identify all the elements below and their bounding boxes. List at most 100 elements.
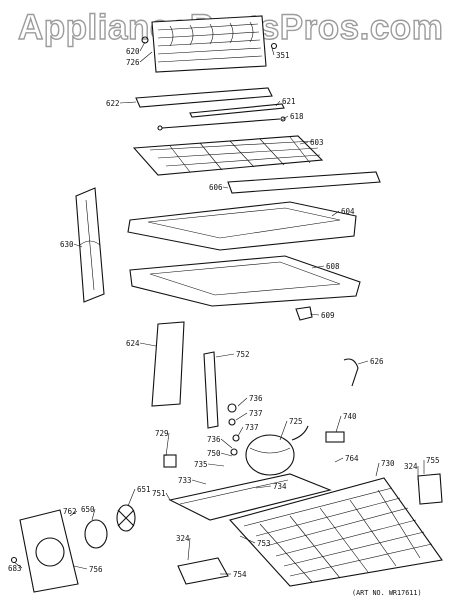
leader-line-29 [255, 485, 272, 489]
leader-line-37 [239, 535, 256, 544]
fan-motor [84, 519, 108, 549]
part-label-30: 651 [137, 485, 151, 494]
leader-line-14 [357, 360, 369, 365]
grommet-736b [230, 448, 238, 456]
relay-740 [325, 431, 345, 443]
washer-737b [232, 434, 240, 442]
leader-line-4 [275, 100, 281, 107]
freezer-floor [127, 201, 357, 251]
part-label-3: 622 [106, 99, 120, 108]
part-label-34: 683 [8, 564, 22, 573]
part-label-29: 734 [273, 482, 287, 491]
leader-line-13 [215, 353, 235, 358]
compressor-base [168, 473, 332, 521]
leader-line-11 [309, 313, 320, 316]
drip-tray [227, 171, 381, 194]
part-label-23: 735 [194, 460, 208, 469]
part-label-8: 604 [341, 207, 355, 216]
part-label-1: 726 [126, 58, 140, 67]
leader-line-2 [271, 47, 275, 56]
leader-line-1 [139, 51, 153, 63]
grommet-736 [227, 403, 237, 413]
part-label-0: 620 [126, 47, 140, 56]
leader-line-15 [237, 397, 248, 407]
part-label-25: 730 [381, 459, 395, 468]
part-label-31: 762 [63, 507, 77, 516]
leader-line-7 [222, 186, 229, 189]
fan-shroud [19, 509, 79, 593]
art-number: (ART NO. WR17611) [352, 589, 422, 597]
part-label-33: 751 [152, 489, 166, 498]
part-label-28: 733 [178, 476, 192, 485]
screw-683 [10, 556, 18, 564]
part-label-4: 621 [282, 97, 296, 106]
leader-line-36 [187, 537, 191, 561]
leader-line-28 [191, 479, 207, 485]
leader-line-8 [331, 210, 340, 217]
leader-line-31 [69, 510, 78, 517]
leader-line-18 [237, 426, 244, 437]
leader-line-10 [311, 265, 325, 269]
damper-control [295, 306, 313, 321]
leader-line-6 [299, 141, 309, 145]
leader-line-30 [127, 488, 136, 507]
freezer-shelf [132, 135, 324, 176]
part-label-7: 606 [209, 183, 223, 192]
leader-line-9 [73, 243, 83, 248]
leader-line-16 [235, 412, 248, 421]
leader-line-23 [207, 463, 225, 467]
part-label-18: 737 [245, 423, 259, 432]
air-duct [151, 321, 185, 407]
part-label-9: 630 [60, 240, 74, 249]
overload-729 [163, 454, 177, 468]
part-label-2: 351 [276, 51, 290, 60]
part-label-38: 754 [233, 570, 247, 579]
part-label-17: 725 [289, 417, 303, 426]
defrost-heater [157, 116, 286, 131]
washer-737 [228, 418, 236, 426]
drain-pan [177, 557, 229, 585]
part-label-37: 753 [257, 539, 271, 548]
part-label-35: 756 [89, 565, 103, 574]
part-label-12: 624 [126, 339, 140, 348]
part-label-5: 618 [290, 112, 304, 121]
leader-line-21 [220, 438, 233, 449]
part-label-22: 750 [207, 449, 221, 458]
leader-line-3 [119, 101, 137, 104]
compressor-bracket [203, 351, 219, 429]
part-label-15: 736 [249, 394, 263, 403]
part-label-13: 752 [236, 350, 250, 359]
leader-line-24 [334, 457, 344, 463]
part-label-16: 737 [249, 409, 263, 418]
part-label-14: 626 [370, 357, 384, 366]
mullion-divider [75, 187, 105, 303]
part-label-19: 740 [343, 412, 357, 421]
fresh-food-cover [129, 255, 361, 307]
compressor [245, 425, 309, 476]
part-label-21: 736 [207, 435, 221, 444]
fan-blade [116, 504, 136, 532]
leader-line-12 [139, 342, 157, 347]
condenser-coil [228, 477, 443, 587]
leader-line-33 [165, 492, 171, 501]
leader-line-0 [139, 41, 146, 52]
leader-line-19 [335, 415, 342, 433]
part-label-10: 608 [326, 262, 340, 271]
leader-line-25 [375, 462, 380, 477]
leader-line-35 [73, 565, 88, 570]
leader-line-17 [279, 420, 288, 441]
evaporator-assembly [141, 15, 278, 73]
leader-line-20 [165, 432, 170, 457]
defrost-drain [343, 358, 359, 387]
part-label-32: 650 [81, 505, 95, 514]
evaporator-cover [135, 87, 273, 108]
leader-line-32 [91, 508, 96, 521]
part-label-36: 324 [176, 534, 190, 543]
part-label-11: 609 [321, 311, 335, 320]
leader-line-34 [13, 561, 23, 569]
part-label-20: 729 [155, 429, 169, 438]
cover-bracket [189, 103, 285, 118]
part-label-24: 764 [345, 454, 359, 463]
